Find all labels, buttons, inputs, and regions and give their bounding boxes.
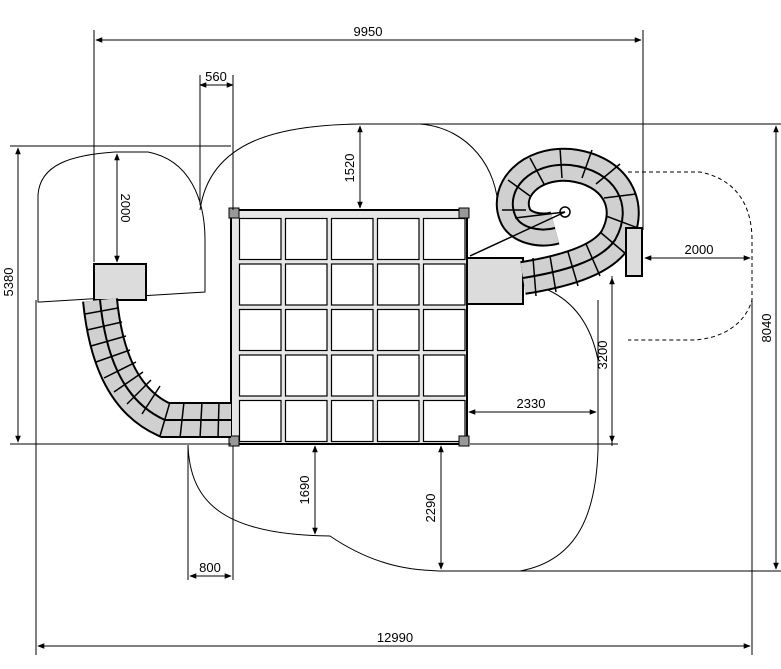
grid-cell xyxy=(284,263,328,306)
post-bottom-left xyxy=(228,435,240,447)
dim-top-width: 9950 xyxy=(354,24,383,39)
post-top-right xyxy=(458,207,470,219)
dim-total-width: 12990 xyxy=(377,630,413,645)
grid-cell xyxy=(330,399,374,443)
dim-inner-right: 2330 xyxy=(517,396,546,411)
grid-cell xyxy=(238,354,282,397)
grid-cell xyxy=(330,354,374,397)
post-top-left xyxy=(228,207,240,219)
dimension-lines xyxy=(10,30,781,655)
grid-cell xyxy=(376,399,420,443)
grid-cell xyxy=(376,217,420,261)
grid-cell xyxy=(422,308,466,352)
grid-cell xyxy=(284,217,328,261)
grid-cell xyxy=(376,263,420,306)
dim-slide-right-zone: 2000 xyxy=(685,242,714,257)
dim-total-height: 8040 xyxy=(759,314,774,343)
dim-bottom-small: 800 xyxy=(199,560,221,575)
dim-height-left: 5380 xyxy=(1,268,16,297)
grid-cell xyxy=(238,217,282,261)
grid-cell xyxy=(330,217,374,261)
safety-zone-left xyxy=(37,151,206,303)
post-bottom-right xyxy=(458,435,470,447)
grid-cell xyxy=(238,399,282,443)
grid-cell xyxy=(238,308,282,352)
dim-post-offset: 560 xyxy=(205,69,227,84)
grid-cell xyxy=(422,354,466,397)
grid-cell xyxy=(376,354,420,397)
safety-zone-top xyxy=(199,123,499,211)
grid-cell xyxy=(422,217,466,261)
dim-slide-left-length: 2000 xyxy=(118,194,133,223)
spiral-slide-right xyxy=(466,147,643,305)
grid-cell xyxy=(376,308,420,352)
platform-grid xyxy=(228,207,470,447)
grid-cell xyxy=(284,399,328,443)
grid-cell xyxy=(238,263,282,306)
safety-zone-right-dashed xyxy=(628,171,753,341)
grid-cell xyxy=(422,263,466,306)
grid-cell xyxy=(284,354,328,397)
tube-slide-left xyxy=(82,263,231,439)
grid-cell xyxy=(330,308,374,352)
dim-bottom-b: 2290 xyxy=(423,494,438,523)
dimension-labels: 9950 560 1520 2000 5380 2000 3200 8040 2… xyxy=(1,24,774,645)
grid-cell xyxy=(422,399,466,443)
dim-right-clearance: 3200 xyxy=(595,341,610,370)
dim-bottom-a: 1690 xyxy=(297,476,312,505)
grid-cell xyxy=(284,308,328,352)
dim-safety-top: 1520 xyxy=(342,154,357,183)
grid-cell xyxy=(330,263,374,306)
